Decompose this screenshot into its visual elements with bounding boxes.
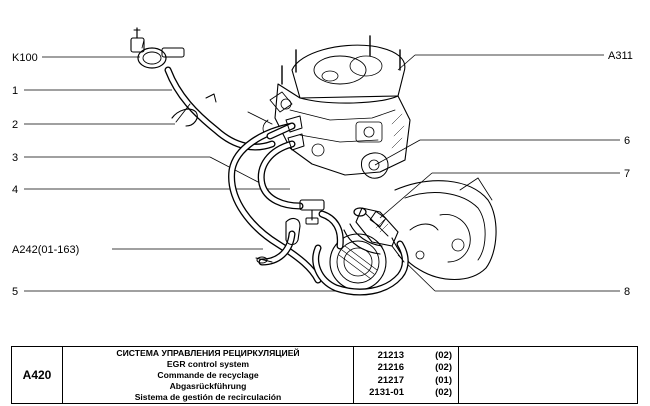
drawing-title: СИСТЕМА УПРАВЛЕНИЯ РЕЦИРКУЛЯЦИЕЙ EGR con…: [63, 347, 354, 403]
callout-a311: A311: [608, 50, 633, 62]
callout-6: 6: [624, 135, 630, 147]
model-number: 21216: [377, 362, 404, 374]
model-number: 2131-01: [369, 387, 404, 399]
sensor-a242: [255, 217, 301, 264]
model-variant: (02): [435, 362, 452, 374]
model-number: 21217: [377, 374, 404, 386]
model-variant: (02): [435, 387, 452, 399]
egr-solenoid-valve: [353, 207, 405, 263]
model-row: 21217 (01): [354, 375, 458, 387]
carburettor: [247, 35, 411, 179]
callout-k100: K100: [12, 52, 38, 64]
title-en: EGR control system: [166, 358, 250, 369]
callout-1: 1: [12, 85, 18, 97]
vacuum-hoses: [164, 66, 409, 296]
model-variant: (02): [435, 350, 452, 361]
tee-connector: [285, 115, 325, 225]
model-row: 2131-01 (02): [354, 387, 458, 399]
callout-7: 7: [624, 168, 630, 180]
hose-clip: [171, 93, 217, 127]
vacuum-valve-k100: [130, 27, 185, 69]
callout-3: 3: [12, 152, 18, 164]
title-block: A420 СИСТЕМА УПРАВЛЕНИЯ РЕЦИРКУЛЯЦИЕЙ EG…: [11, 346, 638, 404]
egr-diagram: K100 1 2 3 4 A242(01-163) 5 A311 6 7 8: [12, 27, 633, 298]
model-row: 21213 (02): [354, 350, 458, 362]
callout-5: 5: [12, 286, 18, 298]
callout-2: 2: [12, 119, 18, 131]
title-fr: Commande de recyclage: [157, 369, 259, 380]
title-de: Abgasrückführung: [169, 380, 247, 391]
callout-8: 8: [624, 286, 630, 298]
model-variant: (01): [435, 374, 452, 386]
model-list: 21213 (02) 21216 (02) 21217 (01) 2131-01…: [354, 347, 459, 403]
title-es: Sistema de gestión de recirculación: [134, 391, 282, 402]
intake-manifold: [391, 177, 497, 280]
egr-pipe: [343, 223, 383, 255]
callout-4: 4: [12, 184, 18, 196]
model-row: 21216 (02): [354, 362, 458, 374]
title-ru: СИСТЕМА УПРАВЛЕНИЯ РЕЦИРКУЛЯЦИЕЙ: [116, 347, 300, 358]
drawing-code: A420: [12, 347, 63, 403]
leader-lines: [24, 54, 620, 292]
callout-a242: A242(01-163): [12, 244, 79, 256]
model-number: 21213: [377, 350, 404, 361]
